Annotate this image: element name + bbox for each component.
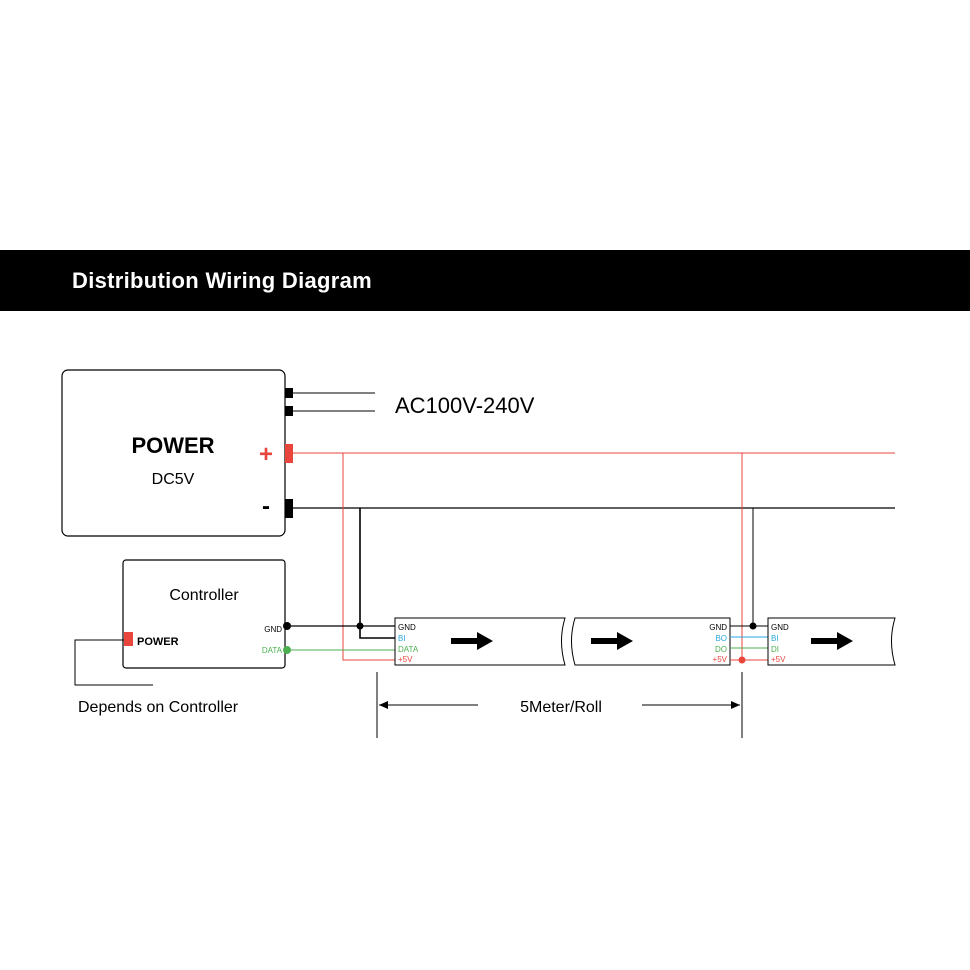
strip3-5v-label: +5V [771,655,786,664]
direction-arrow-icon [451,632,493,650]
minus-terminal [285,499,293,518]
plus-terminal [285,444,293,463]
strip2-do-label: DO [715,645,727,654]
strip1-data-label: DATA [398,645,419,654]
strip3-di-label: DI [771,645,779,654]
header-band [0,250,970,311]
ac-input-label: AC100V-240V [395,393,535,418]
ac-terminal-2 [285,406,293,416]
controller-title: Controller [169,587,239,604]
controller-power-wire [74,639,153,686]
power-voltage: DC5V [152,471,195,488]
controller-gnd-label: GND [264,625,282,634]
controller-power-terminal [124,632,133,646]
controller-data-label: DATA [262,646,283,655]
controller-power-label: POWER [137,636,179,648]
gnd-junction [356,622,364,630]
page-title: Distribution Wiring Diagram [72,268,373,293]
controller-box [122,559,286,669]
minus-sign: - [262,493,270,520]
strip3-gnd-label: GND [771,623,789,632]
strip2-5v-label: +5V [713,655,728,664]
dimension-label: 5Meter/Roll [520,699,602,716]
5v-junction [738,656,746,664]
controller-data-port [283,646,291,654]
controller-gnd-port [283,622,291,630]
direction-arrow-icon [811,632,853,650]
led-strip-2 [571,617,731,666]
direction-arrow-icon [591,632,633,650]
strip1-5v-feed [342,453,395,661]
strip1-gnd-feed [359,508,395,639]
controller-note: Depends on Controller [78,699,239,716]
gnd-junction [749,622,757,630]
strip1-5v-label: +5V [398,655,413,664]
power-title: POWER [131,433,214,458]
strip2-gnd-label: GND [709,623,727,632]
strip3-bi-label: BI [771,634,779,643]
strip1-bi-label: BI [398,634,406,643]
ac-terminal-1 [285,388,293,398]
strip1-gnd-label: GND [398,623,416,632]
arrow-right-icon [731,701,740,709]
strip2-bo-label: BO [715,634,727,643]
arrow-left-icon [379,701,388,709]
plus-sign: + [259,441,273,468]
